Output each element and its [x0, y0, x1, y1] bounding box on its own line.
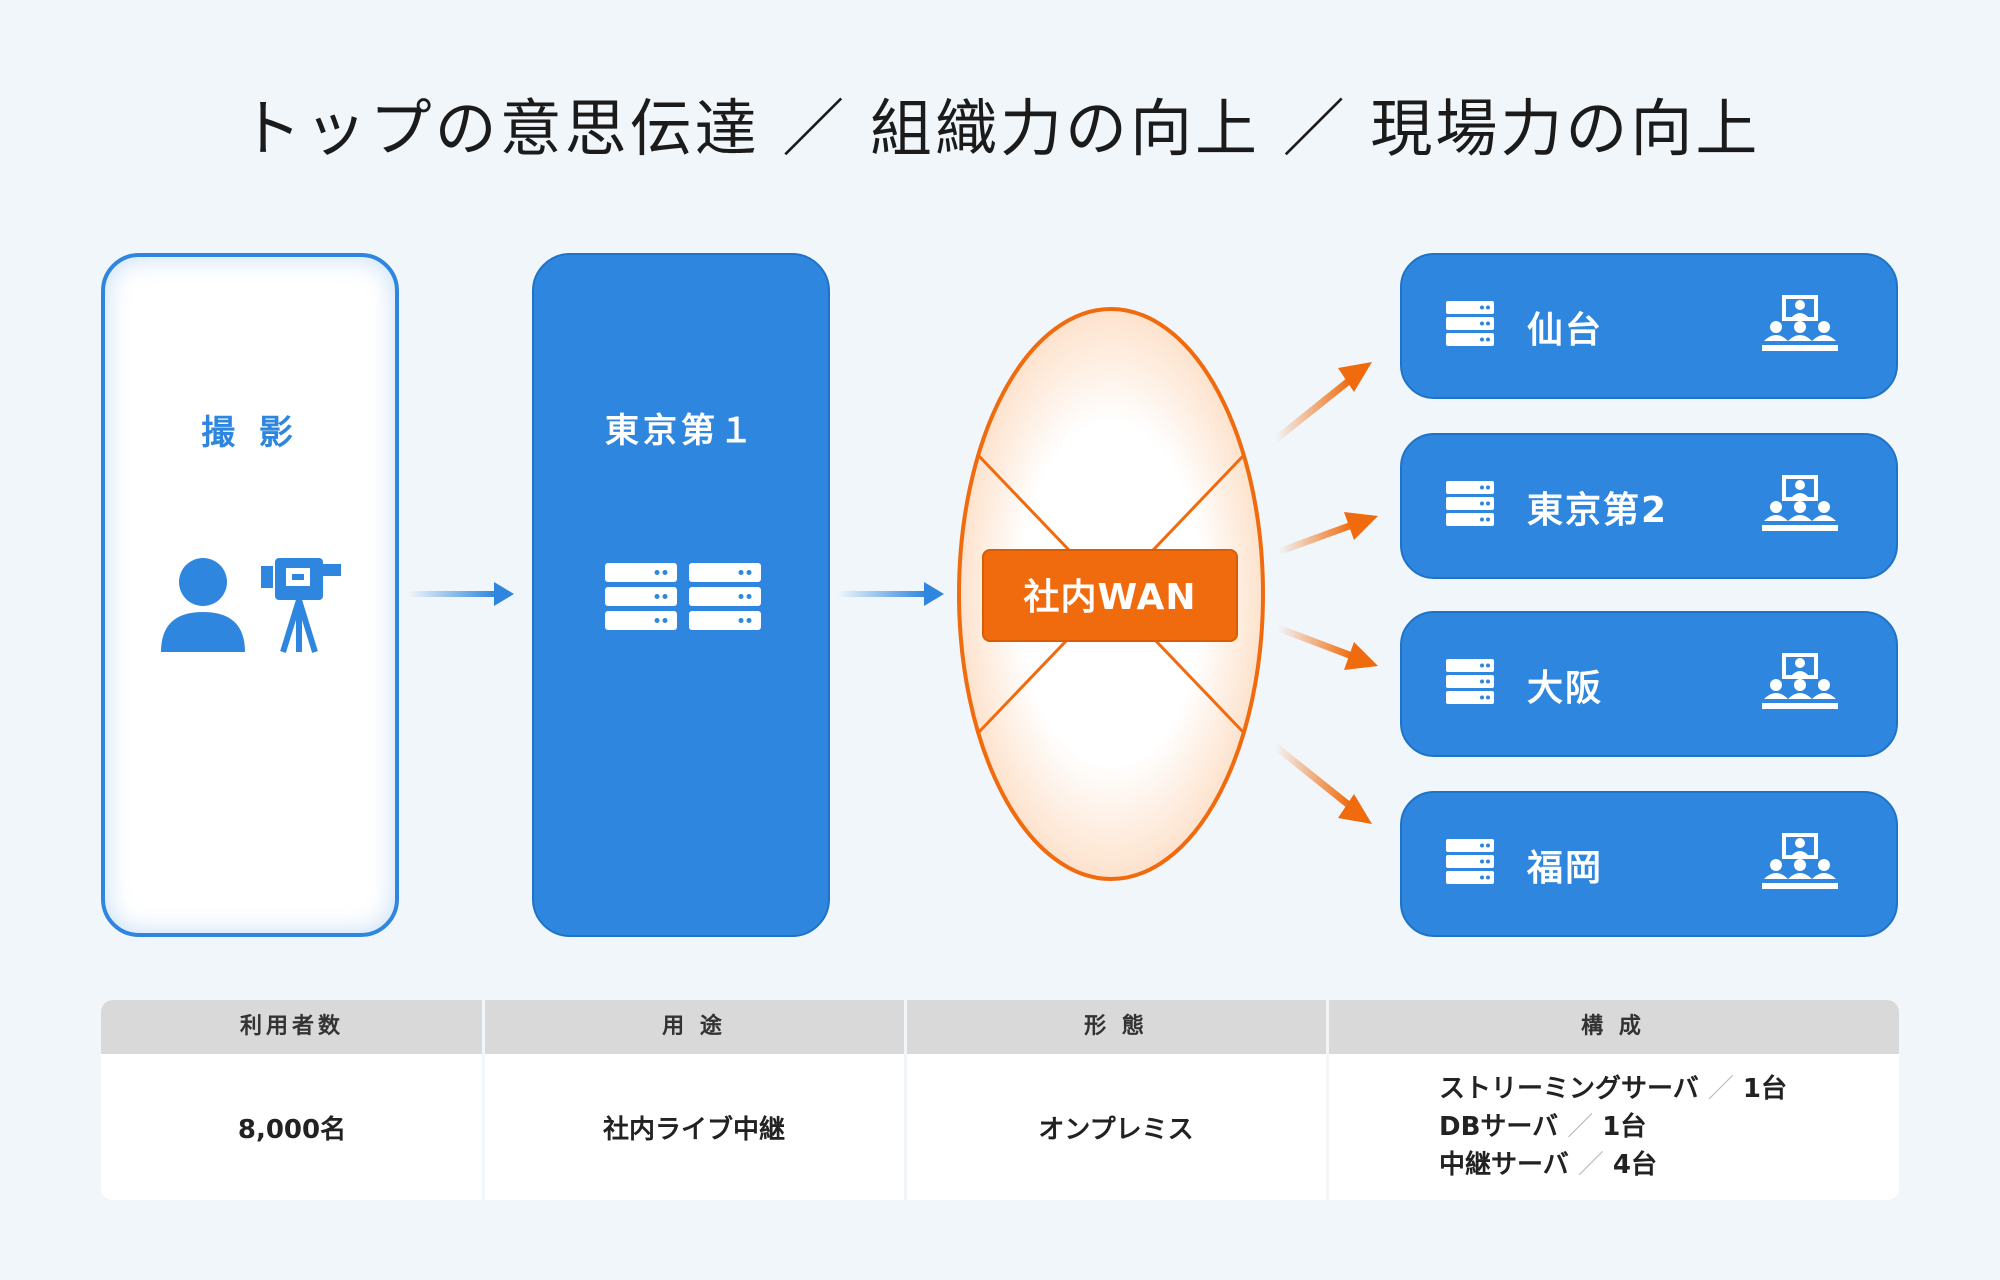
camera-operator-icon [161, 558, 341, 653]
server-icon [1446, 301, 1494, 346]
audience-icon [1762, 653, 1838, 709]
summary-table: 利用者数 用 途 形 態 構 成 8,000名 社内ライブ中継 オンプレミス ス… [101, 1000, 1899, 1200]
server-icon [1446, 659, 1494, 704]
audience-icon [1762, 833, 1838, 889]
page-title: トップの意思伝達 ／ 組織力の向上 ／ 現場力の向上 [239, 92, 1761, 165]
shooting-box: 撮 影 [101, 253, 399, 937]
site-name: 仙台 [1527, 310, 1604, 351]
cell-config: ストリーミングサーバ ／ 1台 DBサーバ ／ 1台 中継サーバ ／ 4台 [1327, 1054, 1899, 1200]
server-icon [1446, 839, 1494, 884]
site-tokyo2: 東京第2 [1400, 433, 1898, 579]
arrow-wan-to-fukuoka [1272, 743, 1372, 824]
arrow-wan-to-tokyo2 [1276, 512, 1378, 556]
cell-usage: 社内ライブ中継 [602, 1114, 785, 1145]
column-divider [904, 1000, 907, 1200]
site-fukuoka: 福岡 [1400, 791, 1898, 937]
arrow-wan-to-osaka [1276, 624, 1378, 670]
site-name: 東京第2 [1527, 490, 1669, 531]
cell-users: 8,000名 [237, 1114, 347, 1145]
config-item: 中継サーバ ／ 4台 [1439, 1150, 1657, 1180]
tokyo1-hub-box: 東京第１ [532, 253, 830, 937]
column-divider [482, 1000, 485, 1200]
shooting-label: 撮 影 [201, 413, 299, 453]
column-divider [1326, 1000, 1329, 1200]
cell-form: オンプレミス [1038, 1114, 1194, 1145]
header-config: 構 成 [1581, 1014, 1645, 1039]
header-form: 形 態 [1084, 1014, 1148, 1039]
server-rack-icon [605, 563, 761, 630]
wan-label: 社内WAN [982, 549, 1238, 642]
header-usage: 用 途 [662, 1014, 726, 1039]
site-osaka: 大阪 [1400, 611, 1898, 757]
table-header-row [101, 1000, 1899, 1054]
tokyo1-label: 東京第１ [605, 411, 757, 451]
config-item: DBサーバ ／ 1台 [1439, 1112, 1647, 1142]
audience-icon [1762, 475, 1838, 531]
site-name: 福岡 [1527, 848, 1604, 889]
arrow-wan-to-sendai [1272, 362, 1372, 443]
arrow-tokyo1-to-wan [838, 582, 944, 606]
site-sendai: 仙台 [1400, 253, 1898, 399]
config-list: ストリーミングサーバ ／ 1台 DBサーバ ／ 1台 中継サーバ ／ 4台 [1439, 1070, 1787, 1184]
site-name: 大阪 [1527, 668, 1604, 709]
config-item: ストリーミングサーバ ／ 1台 [1439, 1074, 1787, 1104]
server-icon [1446, 481, 1494, 526]
arrow-shoot-to-tokyo1 [408, 582, 514, 606]
audience-icon [1762, 295, 1838, 351]
header-users: 利用者数 [239, 1014, 344, 1039]
